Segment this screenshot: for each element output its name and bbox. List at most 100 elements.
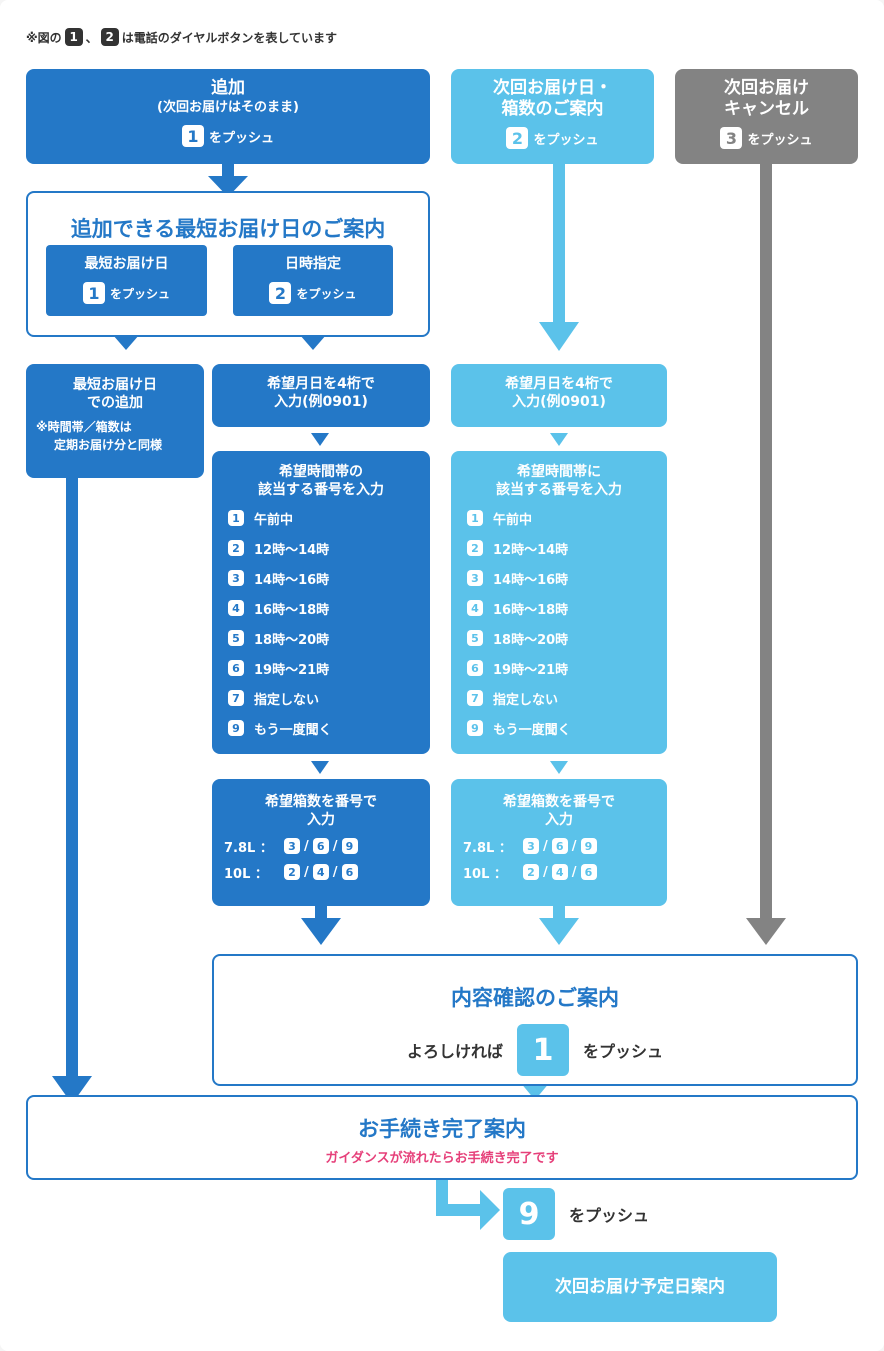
complete-box: お手続き完了案内 ガイダンスが流れたらお手続き完了です	[26, 1095, 858, 1180]
confirm-box: 内容確認のご案内 よろしければ 1 をプッシュ	[212, 954, 858, 1086]
time-slot-label: もう一度聞く	[254, 722, 332, 738]
arrow-shaft	[436, 1204, 484, 1216]
slash-separator: /	[571, 838, 577, 854]
dial-key: 1	[181, 125, 204, 147]
dial-key: 9	[580, 838, 597, 854]
dial-key: 9	[228, 720, 244, 736]
time-slot-label: 16時～18時	[254, 602, 330, 618]
option-push: 2 をプッシュ	[233, 282, 393, 304]
dial-key: 9	[503, 1188, 555, 1240]
dial-key: 5	[228, 630, 244, 646]
box-count-row: 7.8L ：3/6/9	[463, 833, 667, 859]
note-prefix: ※図の	[26, 30, 62, 45]
arrow-head	[539, 918, 579, 945]
slash-separator: /	[571, 864, 577, 880]
next-delivery-box: 次回お届け日・ 箱数のご案内 2 をプッシュ	[451, 69, 654, 164]
dial-key: 2	[228, 540, 244, 556]
time-slot-option: 5 18時～20時	[467, 623, 667, 653]
arrow-head	[311, 433, 329, 446]
dial-key: 2	[284, 864, 300, 880]
dial-key: 6	[551, 838, 568, 854]
slash-separator: /	[543, 838, 548, 854]
option-label: 最短お届け日	[84, 256, 169, 272]
final-push-label: をプッシュ	[569, 1206, 650, 1225]
push-label: をプッシュ	[296, 286, 357, 301]
time-slot-label: 19時～21時	[493, 662, 569, 678]
complete-note: ガイダンスが流れたらお手続き完了です	[325, 1151, 559, 1166]
push-label: をプッシュ	[109, 286, 170, 301]
add-title: 追加	[211, 78, 245, 98]
dial-key: 5	[467, 630, 483, 646]
arrow-head	[52, 1076, 92, 1104]
dial-key: 1	[517, 1024, 569, 1076]
dial-key: 4	[228, 600, 244, 616]
box-count-line-2: 入力	[307, 812, 335, 828]
confirm-push-label: をプッシュ	[583, 1042, 664, 1061]
dial-key: 6	[467, 660, 483, 676]
dial-key: 2	[467, 540, 483, 556]
arrow-shaft	[222, 164, 234, 176]
time-slot-option: 7 指定しない	[228, 683, 430, 713]
shortest-guide-title: 追加できる最短お届け日のご案内	[70, 217, 386, 241]
arrow-shaft	[66, 478, 78, 1078]
time-slot-title-2: 該当する番号を入力	[496, 482, 622, 498]
cancel-box: 次回お届け キャンセル 3 をプッシュ	[675, 69, 858, 164]
time-slot-label: 18時～20時	[493, 632, 569, 648]
time-slot-title-2: 該当する番号を入力	[258, 482, 384, 498]
next-delivery-date-box: 次回お届け予定日案内	[503, 1252, 777, 1322]
date-time-option: 日時指定 2 をプッシュ	[233, 245, 393, 316]
date-input-line-2: 入力(例0901)	[274, 394, 368, 410]
dial-key: 2	[506, 127, 529, 149]
dial-key: 9	[341, 838, 358, 854]
time-slot-label: 14時～16時	[254, 572, 330, 588]
slash-separator: /	[332, 838, 338, 854]
shortest-date-option: 最短お届け日 1 をプッシュ	[46, 245, 207, 316]
time-slot-label: 12時～14時	[493, 542, 569, 558]
note-suffix: は電話のダイヤルボタンを表しています	[121, 30, 337, 45]
arrow-head	[480, 1190, 500, 1230]
option-label: 日時指定	[285, 256, 341, 272]
time-slot-label: 指定しない	[254, 692, 320, 708]
time-slot-label: 午前中	[254, 512, 294, 528]
box-size-label: 7.8L ：	[463, 840, 512, 856]
add-box: 追加 (次回お届けはそのまま) 1 をプッシュ	[26, 69, 430, 164]
slash-separator: /	[304, 864, 309, 880]
confirm-prefix: よろしければ	[406, 1042, 503, 1061]
option-push: 1 をプッシュ	[46, 282, 207, 304]
dial-key: 3	[523, 838, 539, 854]
dial-key: 7	[228, 690, 244, 706]
time-slot-option: 5 18時～20時	[228, 623, 430, 653]
dial-key: 2	[269, 282, 292, 304]
legend-note: ※図の 1 、 2 は電話のダイヤルボタンを表しています	[26, 28, 337, 46]
box-count-row: 10L ：2/4/6	[224, 859, 430, 885]
next-push: 2 をプッシュ	[451, 127, 654, 149]
dial-key: 6	[341, 864, 358, 880]
time-slot-label: 午前中	[493, 512, 533, 528]
final-push-row: 9 をプッシュ	[503, 1188, 649, 1240]
note-key-1: 1	[64, 28, 83, 46]
date-input-line-1: 希望月日を4桁で	[267, 376, 375, 392]
time-slot-label: 18時～20時	[254, 632, 330, 648]
arrow-shaft	[315, 906, 327, 920]
note-key-2: 2	[100, 28, 119, 46]
dial-key: 6	[312, 838, 329, 854]
arrow-head	[746, 918, 786, 945]
dial-key: 3	[467, 570, 483, 586]
date-input-box-dark: 希望月日を4桁で 入力(例0901)	[212, 364, 430, 427]
dial-key: 3	[720, 127, 743, 149]
cancel-title-1: 次回お届け	[724, 78, 809, 98]
time-slot-label: 指定しない	[493, 692, 559, 708]
arrow-shaft	[760, 164, 772, 918]
